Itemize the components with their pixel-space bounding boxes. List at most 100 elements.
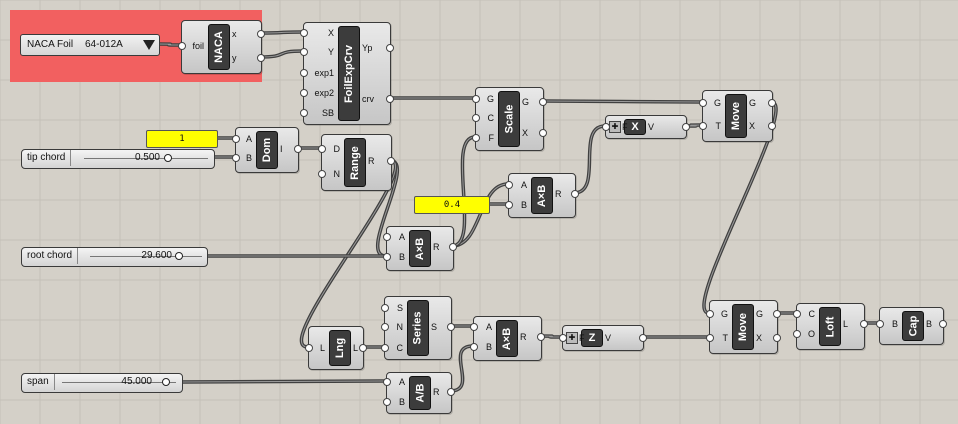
- input-grip[interactable]: [381, 304, 389, 312]
- dom-output-i[interactable]: I: [280, 144, 283, 154]
- input-grip[interactable]: [232, 154, 240, 162]
- input-grip[interactable]: [472, 95, 480, 103]
- input-grip[interactable]: [559, 334, 567, 342]
- move1-output-g[interactable]: G: [749, 98, 757, 108]
- input-grip[interactable]: [232, 135, 240, 143]
- mult2-input-b[interactable]: B: [398, 252, 405, 262]
- slider-knob[interactable]: [164, 154, 172, 162]
- cap-input-b[interactable]: B: [891, 319, 898, 329]
- foilexp-input-y[interactable]: Y: [327, 47, 334, 57]
- unitx-input-f[interactable]: F: [622, 122, 628, 132]
- cap-output-b[interactable]: B: [926, 319, 933, 329]
- output-grip[interactable]: [768, 122, 776, 130]
- naca-input-foil[interactable]: foil: [192, 41, 204, 51]
- scale-input-c[interactable]: C: [487, 113, 495, 123]
- input-grip[interactable]: [793, 310, 801, 318]
- naca-output-y[interactable]: y: [232, 53, 237, 63]
- mult3-input-a[interactable]: A: [485, 322, 492, 332]
- foilexp-input-x[interactable]: X: [327, 28, 334, 38]
- input-grip[interactable]: [699, 99, 707, 107]
- mult2-output-r[interactable]: R: [433, 242, 440, 252]
- range-input-d[interactable]: D: [333, 144, 341, 154]
- series-output-s[interactable]: S: [431, 322, 438, 332]
- input-grip[interactable]: [381, 323, 389, 331]
- input-grip[interactable]: [793, 330, 801, 338]
- input-grip[interactable]: [300, 89, 308, 97]
- mult3-input-b[interactable]: B: [485, 342, 492, 352]
- move1-input-g[interactable]: G: [713, 98, 721, 108]
- scale-output-x[interactable]: X: [522, 128, 529, 138]
- output-grip[interactable]: [773, 334, 781, 342]
- input-grip[interactable]: [305, 344, 313, 352]
- input-grip[interactable]: [300, 109, 308, 117]
- output-grip[interactable]: [539, 129, 547, 137]
- input-grip[interactable]: [602, 123, 610, 131]
- input-grip[interactable]: [178, 42, 186, 50]
- panel-zero-point-four[interactable]: 0.4: [414, 196, 490, 214]
- foilexp-input-exp1[interactable]: exp1: [314, 68, 334, 78]
- tip-chord-slider[interactable]: tip chord 0.500: [21, 149, 215, 169]
- output-grip[interactable]: [257, 30, 265, 38]
- div-input-b[interactable]: B: [398, 397, 405, 407]
- input-grip[interactable]: [381, 344, 389, 352]
- input-grip[interactable]: [300, 29, 308, 37]
- input-grip[interactable]: [706, 310, 714, 318]
- panel-one[interactable]: 1: [146, 130, 218, 148]
- unitz-input-f[interactable]: F: [579, 333, 585, 343]
- unitz-output-v[interactable]: V: [605, 333, 612, 343]
- output-grip[interactable]: [768, 99, 776, 107]
- lng-output-l[interactable]: L: [353, 343, 359, 353]
- dom-input-a[interactable]: A: [245, 134, 252, 144]
- div-input-a[interactable]: A: [398, 377, 405, 387]
- output-grip[interactable]: [860, 320, 868, 328]
- foilexp-output-crv[interactable]: crv: [362, 94, 374, 104]
- output-grip[interactable]: [939, 320, 947, 328]
- div-output-r[interactable]: R: [433, 387, 440, 397]
- dropdown-caret-icon[interactable]: [143, 40, 155, 50]
- input-grip[interactable]: [876, 320, 884, 328]
- loft-input-c[interactable]: C: [808, 309, 816, 319]
- output-grip[interactable]: [386, 95, 394, 103]
- move2-input-g[interactable]: G: [720, 309, 728, 319]
- slider-knob[interactable]: [175, 252, 183, 260]
- scale-output-g[interactable]: G: [522, 97, 530, 107]
- output-grip[interactable]: [387, 157, 395, 165]
- output-grip[interactable]: [447, 388, 455, 396]
- mult3-output-r[interactable]: R: [520, 332, 527, 342]
- move1-output-x[interactable]: X: [749, 121, 756, 131]
- loft-input-o[interactable]: O: [807, 329, 815, 339]
- output-grip[interactable]: [449, 243, 457, 251]
- input-grip[interactable]: [472, 134, 480, 142]
- input-grip[interactable]: [383, 253, 391, 261]
- output-grip[interactable]: [639, 334, 647, 342]
- move2-output-g[interactable]: G: [756, 309, 764, 319]
- input-grip[interactable]: [505, 181, 513, 189]
- range-input-n[interactable]: N: [333, 169, 341, 179]
- foilexp-input-sb[interactable]: SB: [321, 108, 334, 118]
- output-grip[interactable]: [571, 190, 579, 198]
- input-grip[interactable]: [470, 343, 478, 351]
- span-slider[interactable]: span 45.000: [21, 373, 183, 393]
- lng-input-l[interactable]: L: [319, 343, 325, 353]
- foilexp-input-exp2[interactable]: exp2: [314, 88, 334, 98]
- series-input-s[interactable]: S: [396, 303, 403, 313]
- naca-foil-value-list[interactable]: NACA Foil 64-012A: [20, 34, 160, 56]
- loft-output-l[interactable]: L: [843, 319, 849, 329]
- output-grip[interactable]: [386, 44, 394, 52]
- scale-input-f[interactable]: F: [488, 133, 495, 143]
- input-grip[interactable]: [383, 378, 391, 386]
